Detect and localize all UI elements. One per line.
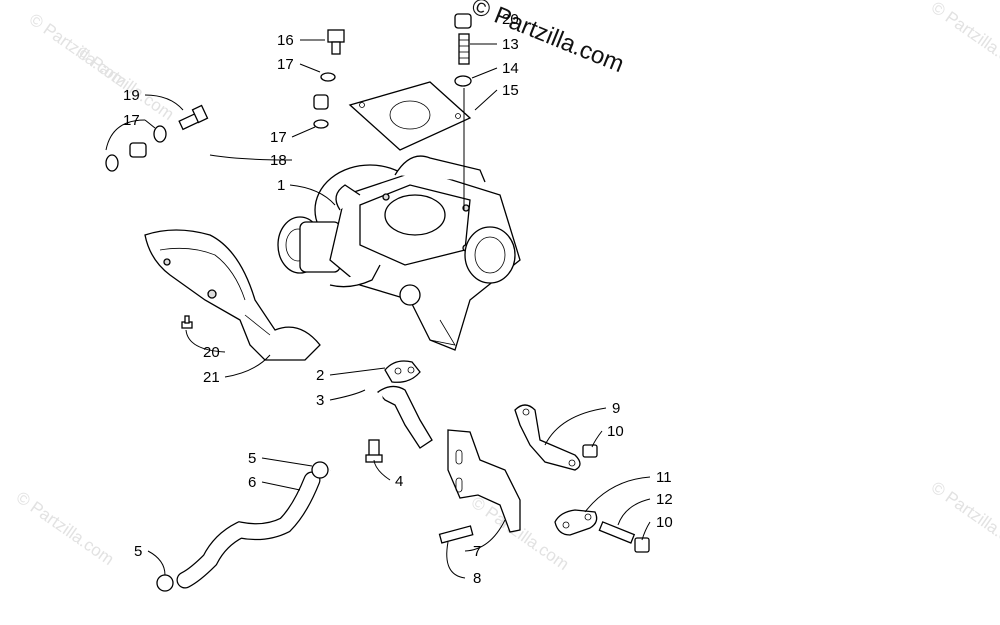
callout-4: 4 <box>395 473 403 490</box>
bolt-16 <box>327 29 345 55</box>
callout-22: 20 <box>502 11 519 28</box>
stud-12 <box>598 521 636 544</box>
watermark-bottom-left: © Partzilla.com <box>13 488 118 569</box>
washer-17-top <box>320 72 336 82</box>
nut-10-bottom <box>634 537 650 553</box>
clamp-5-top <box>311 461 329 479</box>
clamp-5-bottom <box>156 574 174 592</box>
callout-17-left: 17 <box>123 112 140 129</box>
washer-17-mid <box>313 119 329 129</box>
callout-3: 3 <box>316 392 324 409</box>
link-11 <box>554 509 598 536</box>
stud-8 <box>438 525 474 544</box>
bolt-4 <box>365 439 383 463</box>
callout-17-top: 17 <box>277 56 294 73</box>
nut-10-top <box>582 444 598 458</box>
callout-16: 16 <box>277 32 294 49</box>
gasket-15 <box>348 81 472 151</box>
gasket-2 <box>384 360 421 383</box>
callout-2: 2 <box>316 367 324 384</box>
callout-7: 7 <box>473 543 481 560</box>
heat-shield-21 <box>144 229 321 361</box>
bracket-7 <box>447 429 521 533</box>
nut-top <box>454 13 472 29</box>
leader-lines <box>105 39 651 579</box>
turbocharger-assembly <box>277 155 521 351</box>
washer-14 <box>454 75 472 87</box>
watermark-bottom-right: © Partzilla.com <box>928 478 1000 559</box>
callout-9: 9 <box>612 400 620 417</box>
bolt-20 <box>181 315 193 329</box>
washer-17-left-b <box>105 154 119 172</box>
callout-15: 15 <box>502 82 519 99</box>
callout-21: 21 <box>203 369 220 386</box>
callout-20: 20 <box>203 344 220 361</box>
callout-18: 18 <box>270 152 287 169</box>
stud-13 <box>458 33 470 65</box>
link-9 <box>514 404 581 471</box>
watermark-top-right: © Partzilla.com <box>928 0 1000 79</box>
callouts: 16 17 19 17 17 18 1 20 13 14 15 20 21 2 … <box>123 11 673 587</box>
callout-10-top: 10 <box>607 423 624 440</box>
callout-11: 11 <box>656 469 672 486</box>
callout-17-mid: 17 <box>270 129 287 146</box>
bolt-19 <box>178 104 209 131</box>
callout-5-bottom: 5 <box>134 543 142 560</box>
callout-13: 13 <box>502 36 519 53</box>
drain-tube-3 <box>326 385 433 472</box>
brand-watermark: © Partzilla.com <box>468 0 628 78</box>
callout-6: 6 <box>248 474 256 491</box>
callout-19: 19 <box>123 87 140 104</box>
washer-17-left-a <box>153 125 167 143</box>
callout-5-top: 5 <box>248 450 256 467</box>
callout-14: 14 <box>502 60 519 77</box>
callout-10-bottom: 10 <box>656 514 673 531</box>
callout-1: 1 <box>277 177 285 194</box>
callout-12: 12 <box>656 491 673 508</box>
callout-8: 8 <box>473 570 481 587</box>
hose-6 <box>176 471 321 589</box>
